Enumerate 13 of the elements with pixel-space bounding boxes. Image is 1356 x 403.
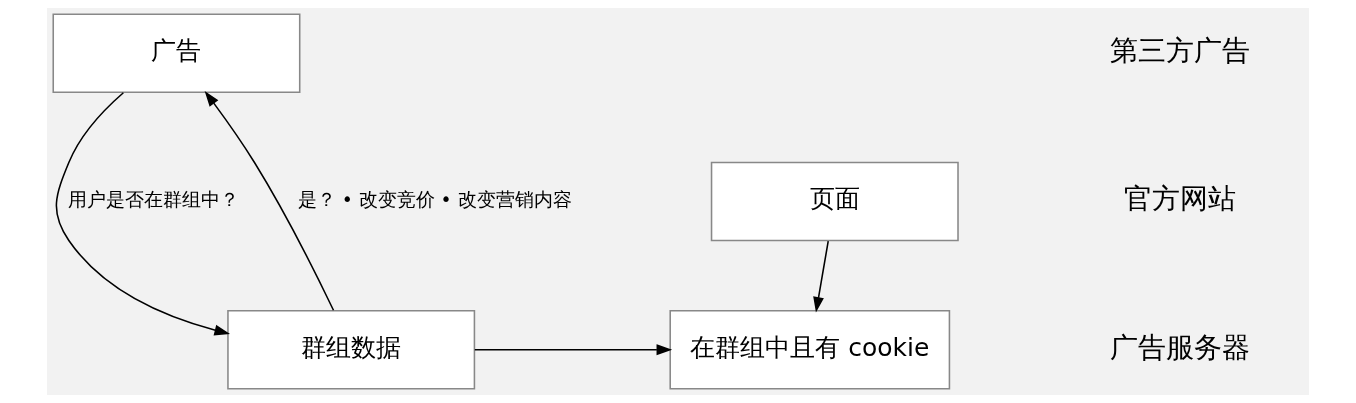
node-box: 在群组中且有 cookie (669, 309, 951, 390)
arrow (474, 344, 673, 356)
arrow (55, 92, 231, 336)
label: 广告服务器 (1109, 330, 1250, 364)
edge-label: 是？ • 改变竞价 • 改变营销内容 (297, 189, 572, 211)
node-box: 广告 (52, 13, 301, 94)
node-box: 页面 (710, 161, 959, 242)
node-box: 群组数据 (227, 309, 476, 390)
label: 第三方广告 (1109, 34, 1250, 68)
arrow (204, 90, 335, 312)
edge-label: 用户是否在群组中？ (68, 189, 240, 211)
arrow (813, 240, 829, 313)
label: 官方网站 (1123, 182, 1236, 216)
